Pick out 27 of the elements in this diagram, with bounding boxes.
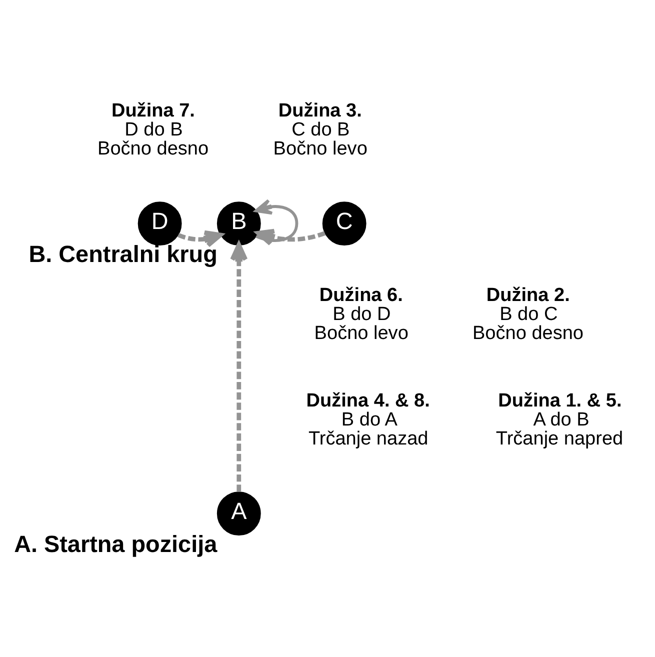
label: B do A <box>341 409 398 430</box>
arrow <box>230 242 248 492</box>
node-circle: A <box>216 491 261 536</box>
label: Trčanje napred <box>496 428 624 450</box>
label: Dužina 6. <box>319 284 403 306</box>
label: Bočno desno <box>98 138 209 160</box>
label: Bočno levo <box>314 322 408 344</box>
label: Dužina 1. & 5. <box>498 390 622 411</box>
label: A do B <box>533 409 590 430</box>
arrow <box>178 230 223 247</box>
label: Dužina 2. <box>486 284 570 306</box>
label: B do D <box>332 304 391 325</box>
label: Dužina 4. & 8. <box>306 390 430 411</box>
node-circle: C <box>322 201 366 246</box>
label: Bočno levo <box>273 138 368 160</box>
label: Trčanje nazad <box>308 428 428 450</box>
node-label: A. Startna pozicija <box>14 530 218 557</box>
node-circle: D <box>138 201 182 246</box>
label: B do C <box>500 304 558 325</box>
arrow <box>256 228 326 246</box>
label: Dužina 7. <box>111 100 195 121</box>
node-circle: B <box>216 201 261 246</box>
arrow <box>254 198 298 242</box>
label: D do B <box>124 119 183 140</box>
label: C do B <box>292 119 350 140</box>
label: Dužina 3. <box>278 100 362 121</box>
label: Bočno desno <box>472 322 584 344</box>
